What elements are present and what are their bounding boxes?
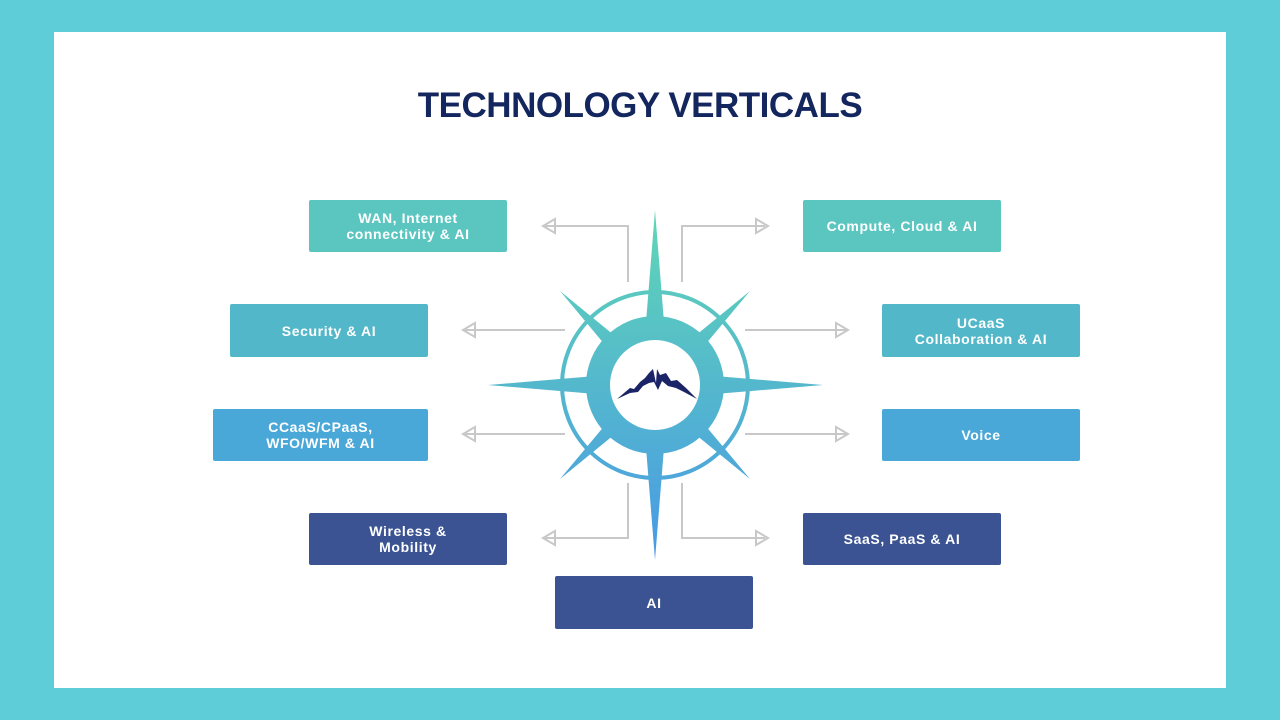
page-title: TECHNOLOGY VERTICALS [417, 86, 863, 125]
vertical-compute: Compute, Cloud & AI [803, 200, 1001, 252]
vertical-ai: AI [555, 576, 753, 629]
vertical-wireless: Wireless & Mobility [309, 513, 507, 565]
vertical-ucaas: UCaaS Collaboration & AI [882, 304, 1080, 357]
vertical-security: Security & AI [230, 304, 428, 357]
vertical-saas: SaaS, PaaS & AI [803, 513, 1001, 565]
vertical-wan: WAN, Internet connectivity & AI [309, 200, 507, 252]
vertical-ccaas: CCaaS/CPaaS, WFO/WFM & AI [213, 409, 428, 461]
vertical-voice: Voice [882, 409, 1080, 461]
mountain-logo-icon [617, 369, 697, 399]
compass-icon [480, 205, 830, 565]
